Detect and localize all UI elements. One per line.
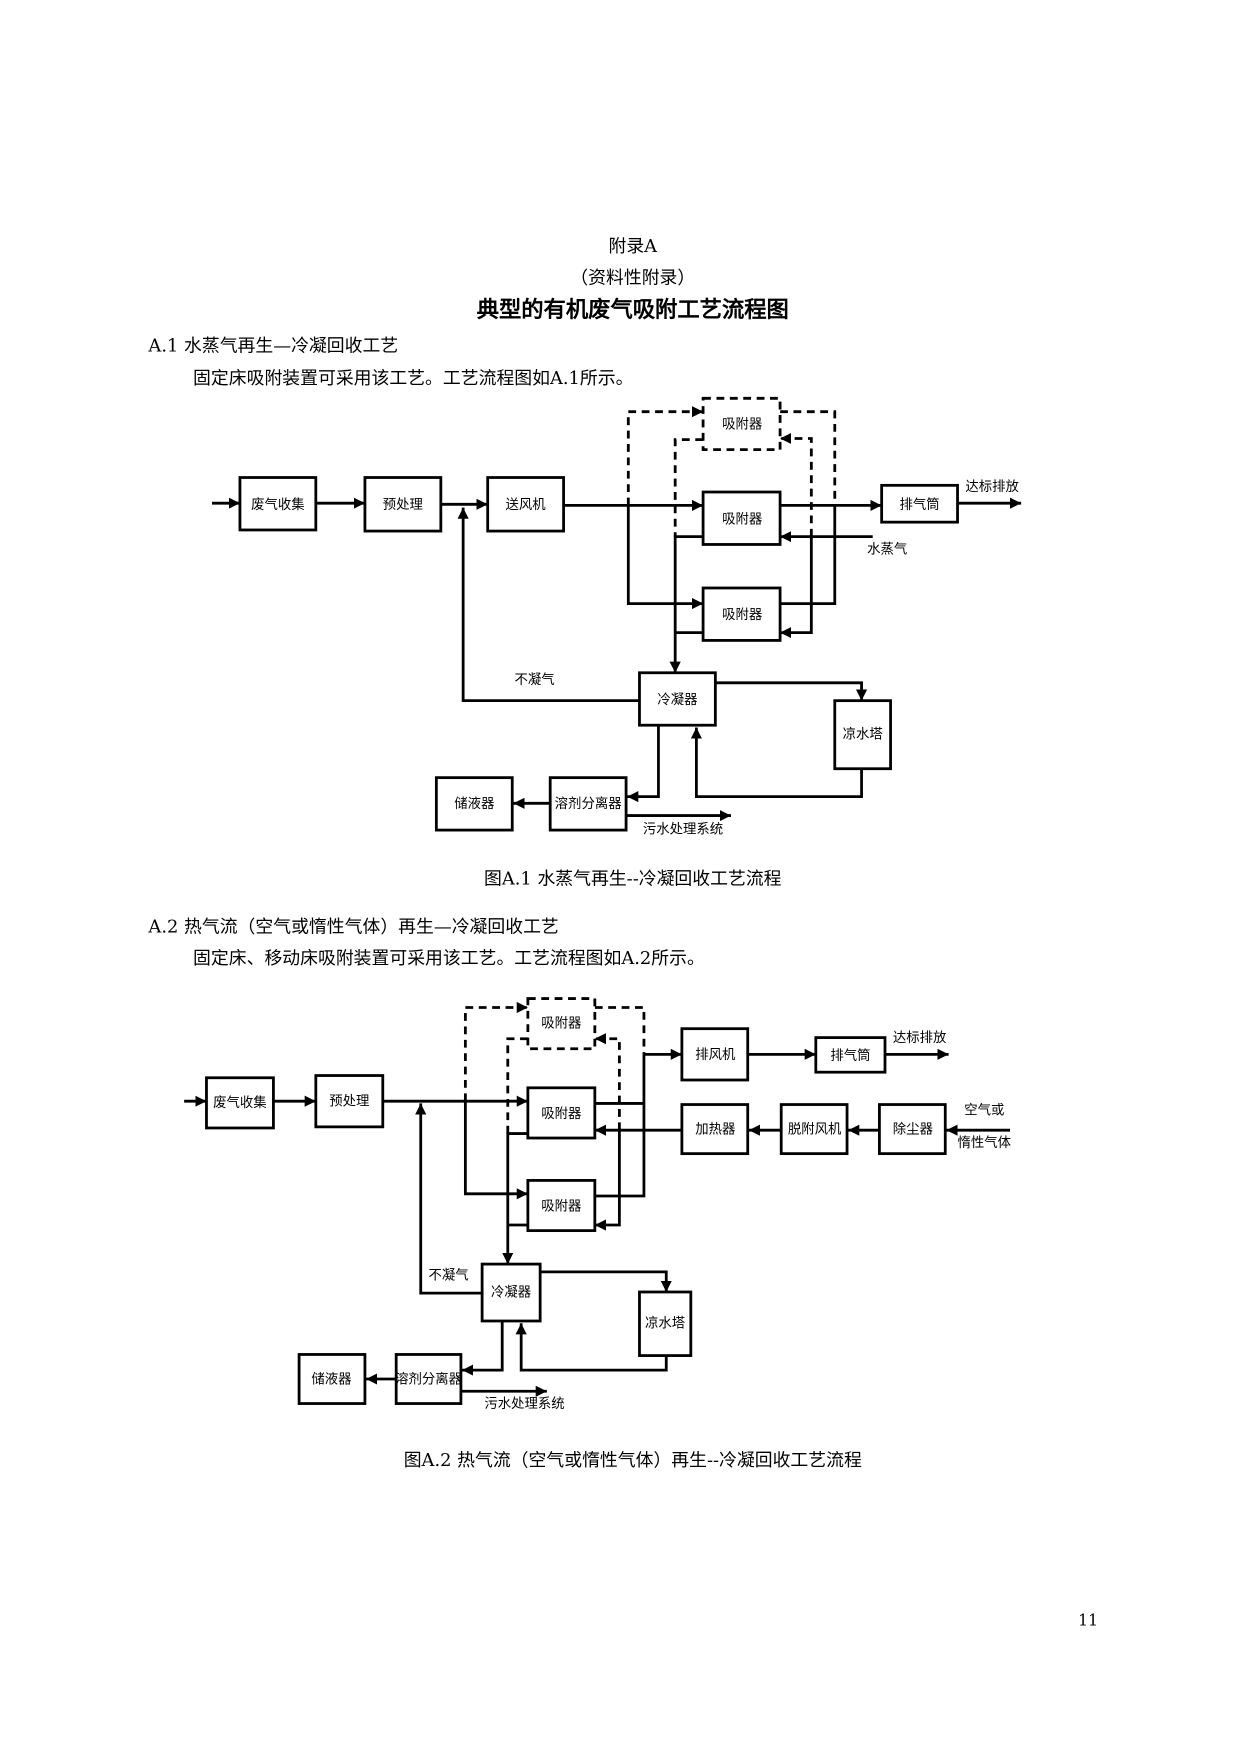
- label-discharge: 达标排放: [893, 1030, 947, 1046]
- box-adsorber-standby: 吸附器: [526, 997, 597, 1051]
- box-pretreatment: 预处理: [363, 476, 443, 533]
- box-exhaust-fan: 排风机: [680, 1027, 750, 1082]
- box-adsorber-2: 吸附器: [701, 586, 782, 642]
- label-inert-gas: 惰性气体: [958, 1135, 1012, 1151]
- box-label: 送风机: [506, 497, 547, 513]
- box-blower: 送风机: [486, 476, 565, 533]
- box-label: 废气收集: [251, 497, 305, 513]
- box-label: 冷凝器: [491, 1284, 531, 1300]
- box-waste-gas-collection: 废气收集: [238, 476, 318, 532]
- box-label: 凉水塔: [645, 1316, 686, 1332]
- appendix-label: 附录A: [608, 236, 658, 257]
- box-label: 预处理: [329, 1094, 369, 1110]
- box-adsorber-1: 吸附器: [526, 1086, 597, 1140]
- box-label: 溶剂分离器: [555, 795, 622, 812]
- box-label: 排气筒: [830, 1047, 870, 1064]
- label-non-condensable: 不凝气: [429, 1268, 469, 1284]
- box-storage: 储液器: [434, 776, 514, 832]
- box-cooling-tower: 凉水塔: [638, 1290, 693, 1357]
- box-label: 冷凝器: [657, 692, 697, 708]
- box-solvent-separator: 溶剂分离器: [394, 1353, 463, 1405]
- box-label: 吸附器: [541, 1106, 581, 1122]
- figure-a2-diagram: 废气收集 预处理 吸附器 吸附器 吸附器 排风机 排气筒 达标排放 加热器 脱附…: [184, 997, 1012, 1412]
- box-label: 储液器: [311, 1371, 351, 1387]
- box-heater: 加热器: [680, 1103, 750, 1156]
- figure-a1-diagram: 废气收集 预处理 送风机 吸附器 吸附器 吸附器 排气筒 达标排放 水蒸气 冷凝…: [212, 396, 1022, 837]
- box-desorption-fan: 脱附风机: [779, 1103, 849, 1156]
- box-label: 脱附风机: [788, 1122, 842, 1138]
- figure-a2-caption: 图A.2 热气流（空气或惰性气体）再生--冷凝回收工艺流程: [404, 1450, 862, 1471]
- box-pretreatment: 预处理: [314, 1074, 385, 1129]
- box-label: 排风机: [695, 1047, 736, 1063]
- box-dust-collector: 除尘器: [878, 1103, 947, 1156]
- box-condenser: 冷凝器: [480, 1262, 542, 1323]
- label-wastewater: 污水处理系统: [484, 1396, 564, 1412]
- box-label: 吸附器: [541, 1199, 581, 1215]
- box-cooling-tower: 凉水塔: [833, 699, 892, 771]
- box-label: 吸附器: [722, 511, 762, 527]
- box-label: 除尘器: [893, 1122, 933, 1138]
- box-condenser: 冷凝器: [638, 671, 717, 727]
- appendix-type: （资料性附录）: [570, 267, 695, 288]
- box-label: 凉水塔: [843, 727, 884, 743]
- section-a2-text: 固定床、移动床吸附装置可采用该工艺。工艺流程图如A.2所示。: [193, 948, 705, 969]
- box-adsorber-2: 吸附器: [526, 1179, 597, 1233]
- figure-a1-caption: 图A.1 水蒸气再生--冷凝回收工艺流程: [484, 869, 782, 890]
- box-storage: 储液器: [297, 1353, 367, 1405]
- section-a1-text: 固定床吸附装置可采用该工艺。工艺流程图如A.1所示。: [193, 368, 633, 389]
- box-label: 废气收集: [213, 1095, 267, 1111]
- label-wastewater: 污水处理系统: [643, 821, 723, 837]
- label-air-or: 空气或: [964, 1103, 1004, 1119]
- box-adsorber-1: 吸附器: [701, 490, 782, 546]
- box-label: 吸附器: [541, 1016, 581, 1032]
- flow-lines: [184, 1001, 1010, 1397]
- box-label: 储液器: [454, 796, 494, 812]
- box-label: 加热器: [695, 1122, 735, 1138]
- box-label: 溶剂分离器: [395, 1370, 462, 1387]
- box-label: 吸附器: [722, 416, 762, 432]
- page-title: 典型的有机废气吸附工艺流程图: [477, 296, 789, 323]
- section-a2-heading: A.2 热气流（空气或惰性气体）再生—冷凝回收工艺: [147, 917, 558, 938]
- box-stack: 排气筒: [880, 483, 959, 524]
- section-a1-heading: A.1 水蒸气再生—冷凝回收工艺: [147, 335, 398, 356]
- box-label: 预处理: [383, 497, 423, 513]
- flow-lines: [212, 406, 1022, 822]
- box-label: 吸附器: [722, 607, 762, 623]
- box-solvent-separator: 溶剂分离器: [548, 776, 628, 832]
- box-waste-gas-collection: 废气收集: [205, 1076, 275, 1130]
- label-steam: 水蒸气: [867, 541, 907, 557]
- page-number: 11: [1078, 1612, 1098, 1630]
- label-non-condensable: 不凝气: [514, 672, 554, 688]
- box-adsorber-standby: 吸附器: [701, 396, 782, 452]
- label-discharge: 达标排放: [965, 479, 1019, 495]
- box-label: 排气筒: [900, 496, 940, 513]
- box-stack: 排气筒: [814, 1036, 887, 1074]
